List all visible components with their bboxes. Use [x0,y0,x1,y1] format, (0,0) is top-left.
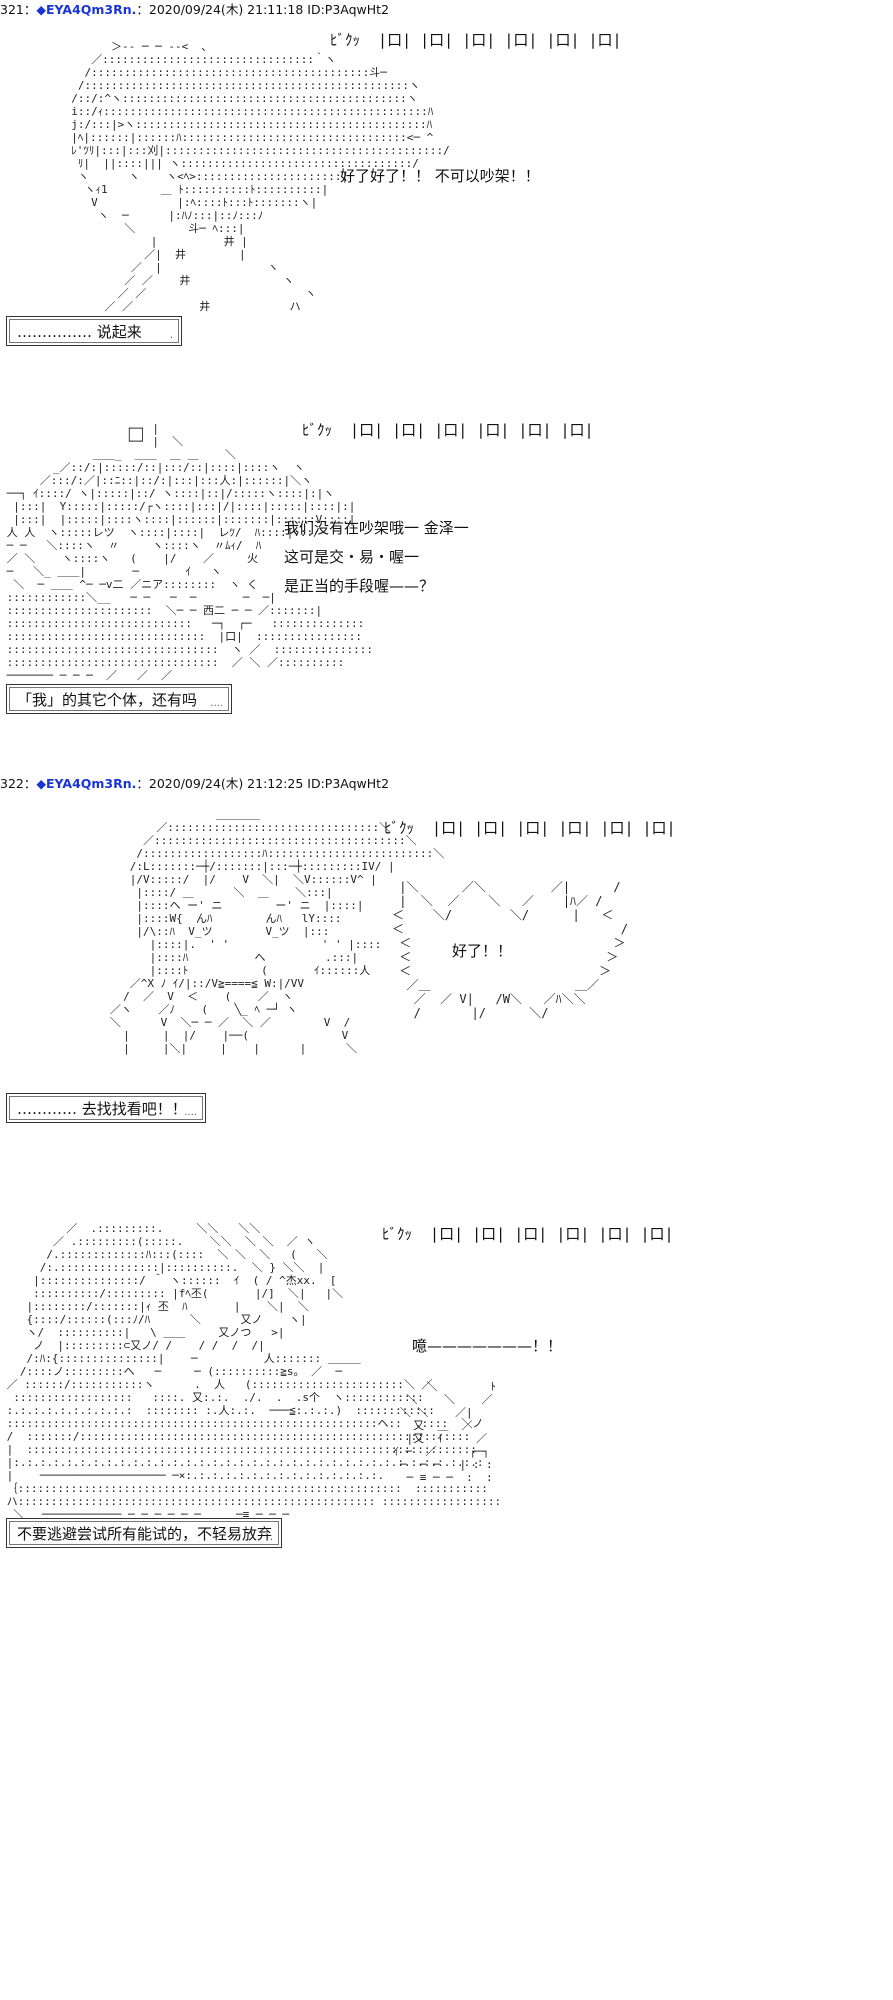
post-datetime-id: ：2020/09/24(木) 21:11:18 ID:P3AqwHt2 [136,2,390,17]
caption-text: 不要逃避尝试所有能试的，不轻易放弃 [17,1524,273,1543]
sfx-startle-line: ﾋﾞｸｯ |口| |口| |口| |口| |口| |口| [302,421,594,439]
narration-caption-box: ………… 去找找看吧！！ .... [6,1093,206,1123]
poster-name[interactable]: EYA4Qm3Rn. [46,776,137,791]
ascii-art-scene-4: ／ .:::::::::. ＼＼ ＼＼ ／ .:::::::::(:::::. … [6,1222,502,1521]
dialogue-line: 好了好了！！ 不可以吵架！！ [340,167,540,185]
caption-tail: .... [184,1107,197,1118]
post-separator: ： [23,776,37,791]
dialogue-panel-2: 我们没有在吵架哦一 金泽一 这可是交・易・喔一 是正当的手段喔——？ [284,514,469,601]
dialogue-line: 噫———————！！ [412,1337,563,1355]
sfx-startle-line: ﾋﾞｸｯ |口| |口| |口| |口| |口| |口| [384,819,676,837]
caption-tail: . [269,1532,273,1543]
post-header: 322：◆EYA4Qm3Rn.：2020/09/24(木) 21:12:25 I… [0,776,389,792]
dialogue-panel-1: 好了好了！！ 不可以吵架！！ [340,162,540,191]
ascii-art-character-3: ＿＿＿＿ ／::::::::::::::::::::::::::::::::＼ … [109,808,445,1055]
dialogue-panel-4: 噫———————！！ [412,1332,562,1361]
dialogue-line: 是正当的手段喔——？ [284,577,435,595]
trip-diamond-icon: ◆ [36,2,46,17]
shout-text: 好了！！ [452,942,513,960]
narration-caption-box: 「我」的其它个体，还有吗 .... [6,684,232,714]
caption-tail: .... [210,698,223,709]
ascii-art-character-2: ┌─┐ | └─┘ | ＼ ＿＿_ ＿＿ ＿ ＿ ＼ _／::/:|:::::/… [6,422,373,682]
ascii-art-scene-4-right: ＼ ﾄ ＼ ＼ ／ ＼ ＼ ／| 又 ＿ ／ |又 ｲ ／ ｲ ─ ／ ┌─┐ … [393,1380,496,1484]
ascii-art-character-1: ＞-‐ ─ ─ ‐-< ､ ／:::::::::::::::::::::::::… [71,40,450,313]
sfx-startle-line: ﾋﾞｸｯ |口| |口| |口| |口| |口| |口| [330,31,622,49]
caption-text: 「我」的其它个体，还有吗 [17,690,198,709]
trip-diamond-icon: ◆ [36,776,46,791]
post-datetime-id: ：2020/09/24(木) 21:12:25 ID:P3AqwHt2 [136,776,390,791]
post-separator: ： [23,2,37,17]
sfx-startle-line: ﾋﾞｸｯ |口| |口| |口| |口| |口| |口| [382,1225,674,1243]
caption-text: …………… 说起来 [17,322,142,341]
poster-name[interactable]: EYA4Qm3Rn. [46,2,137,17]
narration-caption-box: …………… 说起来 . [6,316,182,346]
post-number: 322 [0,776,24,791]
dialogue-line: 这可是交・易・喔一 [284,548,420,566]
dialogue-line: 我们没有在吵架哦一 金泽一 [284,519,469,537]
narration-caption-box: 不要逃避尝试所有能试的，不轻易放弃 . [6,1518,282,1548]
post-header: 321：◆EYA4Qm3Rn.：2020/09/24(木) 21:11:18 I… [0,2,389,18]
caption-text: ………… 去找找看吧！！ [17,1099,187,1118]
shout-burst-bubble: |＼ ／＼ ／| / | ＼ ／ ＼ ／ |ﾊ／ / ＜ ＼/ ＼/ | ＜ ＜… [392,880,628,1020]
caption-tail: . [169,330,173,341]
post-number: 321 [0,2,24,17]
